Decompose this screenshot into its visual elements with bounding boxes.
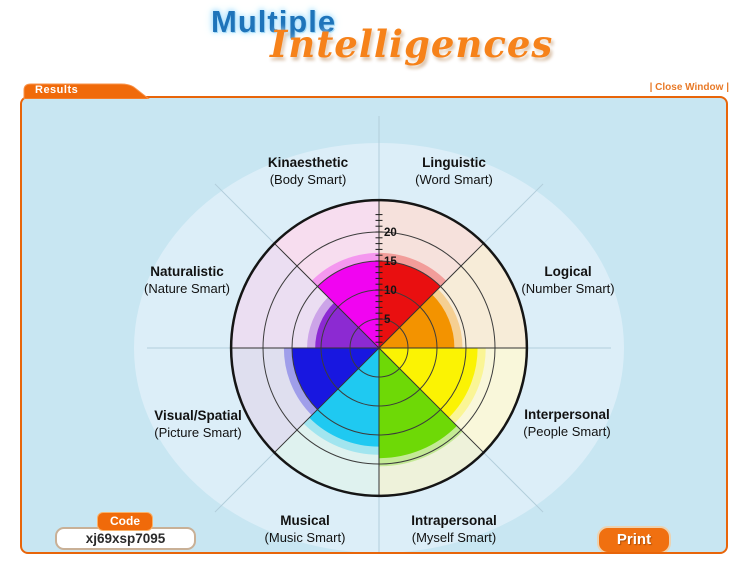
svg-text:5: 5 [384,314,391,326]
sector-subtitle: (Myself Smart) [411,530,497,545]
sector-label-logical: Logical (Number Smart) [483,263,653,297]
sector-subtitle: (People Smart) [523,424,611,439]
sector-subtitle: (Number Smart) [521,281,615,296]
close-window-link[interactable]: | Close Window | [649,82,729,93]
sector-subtitle: (Picture Smart) [154,425,242,440]
sector-label-linguistic: Linguistic (Word Smart) [369,154,539,188]
svg-text:20: 20 [384,227,397,239]
results-tab[interactable]: Results [23,83,163,99]
svg-text:15: 15 [384,256,397,268]
sector-name: Logical [544,264,592,279]
sector-label-naturalistic: Naturalistic (Nature Smart) [102,263,272,297]
app-title-intelligences: Intelligences [270,22,554,66]
sector-subtitle: (Nature Smart) [144,281,230,296]
print-button[interactable]: Print [597,526,671,552]
svg-text:10: 10 [384,285,397,297]
sector-name: Naturalistic [150,264,224,279]
sector-name: Intrapersonal [411,513,497,528]
sector-label-visual-spatial: Visual/Spatial (Picture Smart) [113,407,283,441]
intelligence-wheel-chart: 5 10 15 20 [134,116,624,552]
sector-label-kinaesthetic: Kinaesthetic (Body Smart) [223,154,393,188]
sector-name: Musical [280,513,330,528]
sector-subtitle: (Music Smart) [264,530,346,545]
sector-name: Visual/Spatial [154,408,242,423]
sector-name: Interpersonal [524,407,610,422]
results-panel: 5 10 15 20 Kinaesthetic (Body Smart) Lingui… [20,96,728,554]
sector-name: Linguistic [422,155,486,170]
app-title-multiple: Multiple [211,4,337,39]
sector-name: Kinaesthetic [267,155,349,170]
results-tab-shape [23,83,150,99]
sector-label-interpersonal: Interpersonal (People Smart) [482,406,652,440]
results-tab-label: Results [35,84,79,96]
sector-label-musical: Musical (Music Smart) [220,512,390,546]
sector-subtitle: (Body Smart) [269,172,347,187]
sector-subtitle: (Word Smart) [415,172,493,187]
code-label: Code [97,512,153,531]
sector-label-intrapersonal: Intrapersonal (Myself Smart) [369,512,539,546]
